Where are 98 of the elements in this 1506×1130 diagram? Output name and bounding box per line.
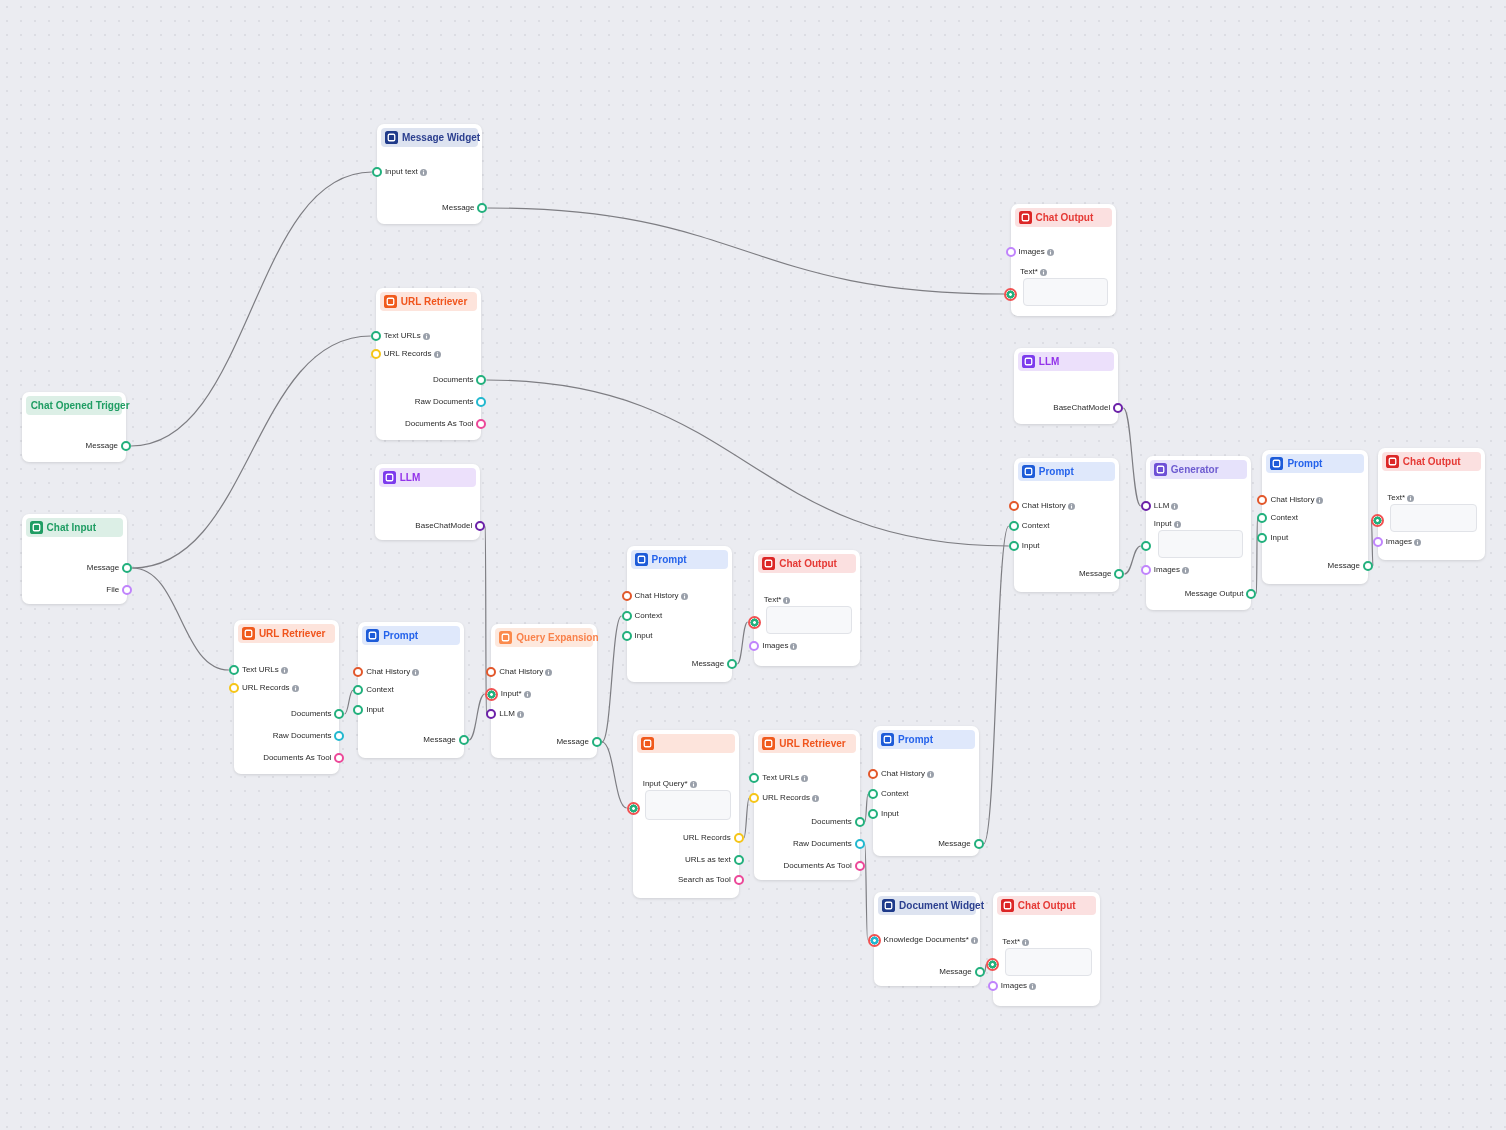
node-title: Chat Output: [779, 558, 837, 569]
port-label: Message: [556, 737, 589, 747]
connector-line: [1123, 545, 1142, 575]
port-label: LLM: [1153, 501, 1170, 511]
node-title: Chat Output: [1035, 212, 1094, 223]
node-title: Prompt: [1038, 466, 1074, 477]
port-label: Images: [1153, 565, 1181, 575]
port-label: Message: [939, 967, 972, 977]
node-title: URL Retriever: [779, 738, 846, 749]
port-label: Input*: [500, 689, 522, 699]
port-label: Input: [634, 631, 653, 641]
port-label: Message: [691, 659, 725, 669]
port-label: Raw Documents: [272, 731, 332, 741]
port-label: Documents As Tool: [405, 419, 474, 429]
port-label: Text*: [1387, 493, 1406, 503]
port-label: Documents: [291, 709, 332, 719]
port-label: Images: [1018, 247, 1045, 257]
node-title: LLM: [399, 472, 421, 483]
port-label: Message: [423, 735, 456, 745]
port-label: Chat History: [1270, 495, 1315, 505]
port-label: Images: [1385, 537, 1413, 547]
port-label: Documents: [432, 375, 474, 385]
port-label: Search as Tool: [678, 875, 731, 885]
port-label: Message Output: [1184, 589, 1244, 599]
port-label: BaseChatModel: [415, 521, 473, 531]
node-title: Prompt: [898, 734, 933, 745]
port-label: Context: [1270, 513, 1298, 523]
port-label: Input: [1021, 541, 1040, 551]
node-title: Message Widget: [401, 132, 481, 143]
node-title: Chat Output: [1402, 456, 1461, 467]
connector-line: [468, 693, 486, 741]
port-label: Raw Documents: [793, 839, 852, 849]
node-title: URL Retriever: [258, 628, 326, 639]
port-label: Images: [762, 641, 789, 651]
port-label: URL Records: [683, 833, 731, 843]
connector-line: [131, 567, 230, 671]
connector-line: [864, 793, 869, 823]
port-label: URL Records: [383, 349, 432, 359]
node-title: Chat Opened Trigger: [30, 400, 130, 411]
port-label: Message: [1327, 561, 1360, 571]
port-label: Text*: [1020, 267, 1038, 277]
node-title: Generator: [1170, 464, 1219, 475]
port-label: URL Records: [241, 683, 290, 693]
node-title: Prompt: [651, 554, 687, 565]
port-label: BaseChatModel: [1053, 403, 1111, 413]
port-label: Raw Documents: [414, 397, 474, 407]
port-label: Input: [366, 705, 384, 715]
port-label: Documents: [811, 817, 852, 827]
port-label: Context: [881, 789, 909, 799]
connector-line: [601, 615, 623, 743]
port-label: Input Query*: [642, 779, 688, 789]
port-label: Images: [1000, 981, 1028, 991]
port-label: Text URLs: [383, 331, 421, 341]
connector-line: [486, 207, 1005, 295]
connector-line: [343, 689, 354, 715]
port-label: Documents As Tool: [783, 861, 852, 871]
port-label: Message: [442, 203, 475, 213]
port-label: Message: [938, 839, 971, 849]
connector-line: [485, 379, 1010, 547]
connector-line: [130, 171, 373, 447]
port-label: Context: [366, 685, 394, 695]
port-label: File: [106, 585, 120, 595]
port-label: Text*: [1002, 937, 1021, 947]
port-label: Input: [881, 809, 899, 819]
port-label: LLM: [499, 709, 515, 719]
node-title: Chat Output: [1017, 900, 1076, 911]
connector-line: [736, 621, 749, 665]
port-label: URL Records: [762, 793, 810, 803]
connector-line: [743, 797, 750, 839]
port-label: Message: [1078, 569, 1112, 579]
connector-line: [983, 525, 1010, 845]
port-label: Chat History: [499, 667, 544, 677]
port-label: Input: [1153, 519, 1172, 529]
node-title: Document Widget: [899, 900, 984, 911]
port-label: Chat History: [1021, 501, 1066, 511]
port-label: Text URLs: [241, 665, 279, 675]
node-title: Prompt: [1287, 458, 1323, 469]
port-label: Chat History: [881, 769, 925, 779]
connector-line: [1122, 407, 1142, 507]
port-label: Context: [634, 611, 663, 621]
port-label: Documents As Tool: [263, 753, 332, 763]
node-title: LLM: [1038, 356, 1060, 367]
port-label: Text*: [763, 595, 782, 605]
port-label: Chat History: [634, 591, 679, 601]
port-label: Input: [1270, 533, 1289, 543]
port-label: Context: [1021, 521, 1050, 531]
node-title: URL Retriever: [400, 296, 468, 307]
port-label: Chat History: [366, 667, 411, 677]
node-title: Chat Input: [46, 522, 97, 533]
node-title: Query Expansion: [516, 632, 599, 643]
port-label: URLs as text: [685, 855, 731, 865]
port-label: Message: [86, 563, 120, 573]
connector-line: [601, 741, 628, 809]
node-title: Prompt: [383, 630, 419, 641]
port-label: Input text: [384, 167, 418, 177]
port-label: Message: [85, 441, 119, 451]
port-label: Text URLs: [762, 773, 800, 783]
port-label: Knowledge Documents*: [883, 935, 969, 945]
